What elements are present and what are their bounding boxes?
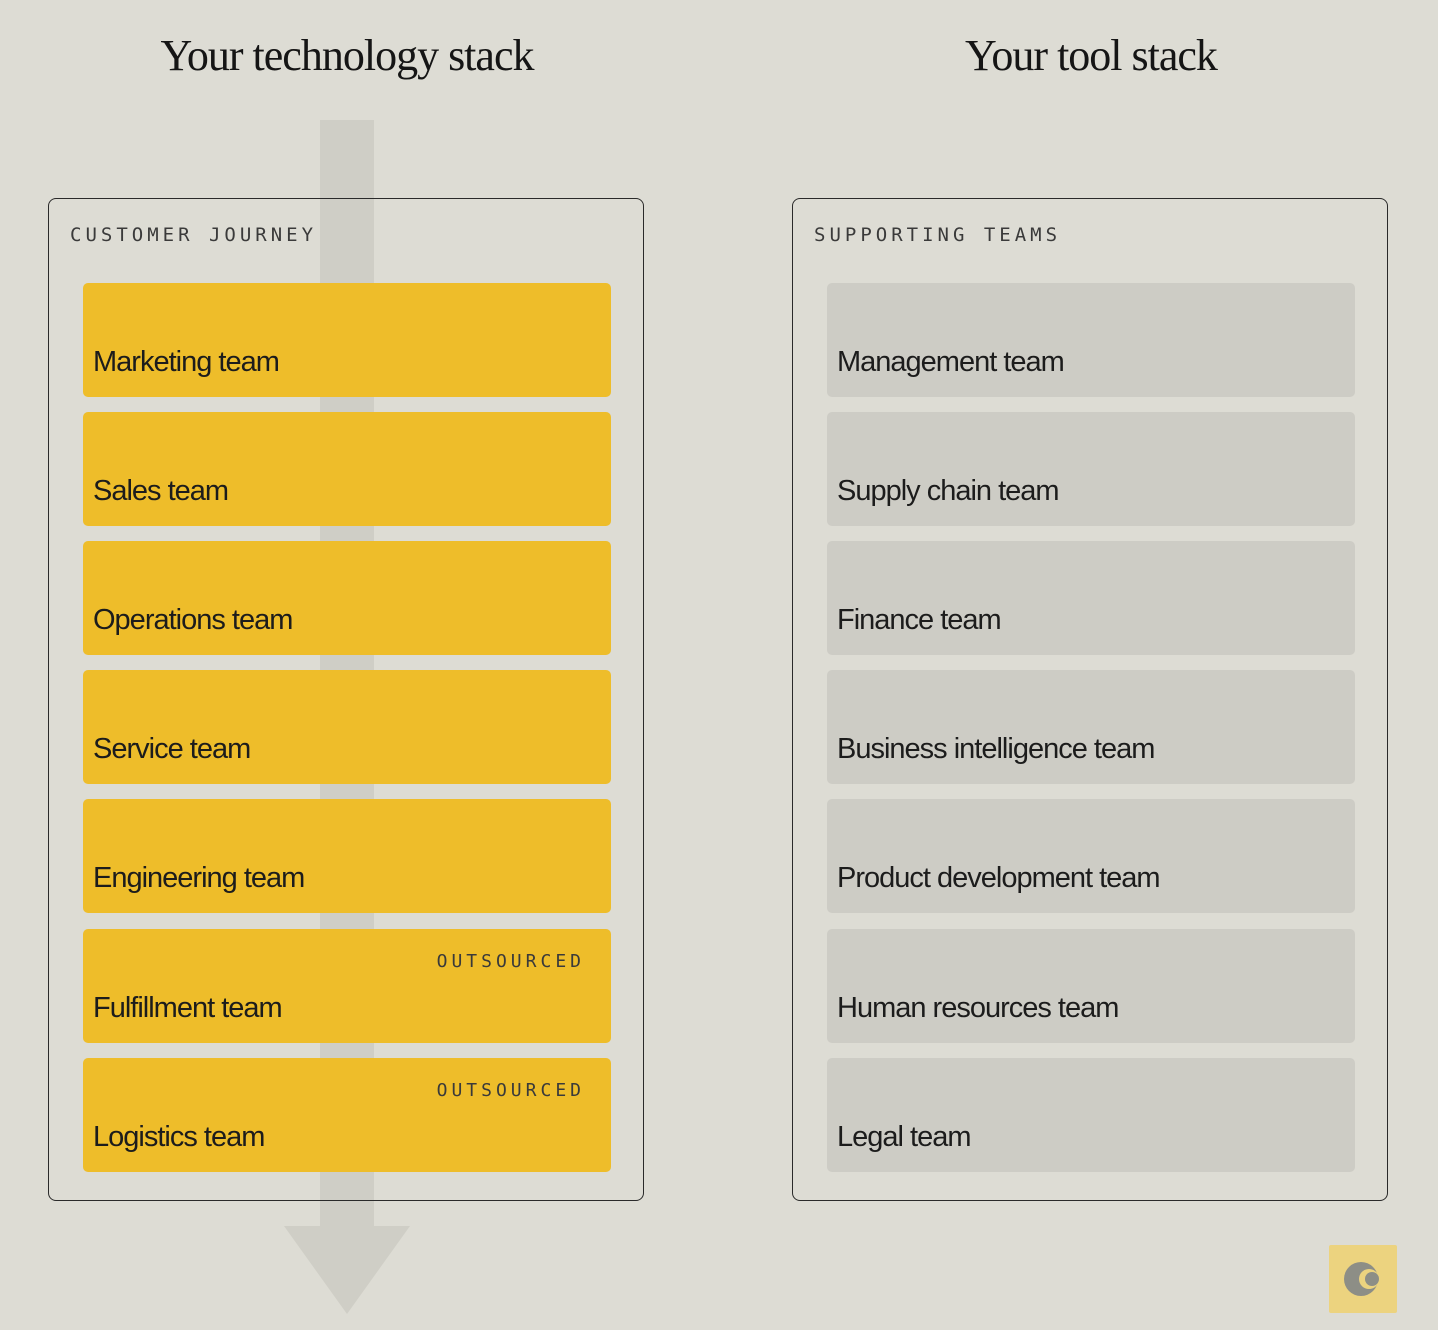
logo-mark-icon	[1344, 1262, 1379, 1296]
journey-card-fulfillment[interactable]: OUTSOURCED Fulfillment team	[83, 929, 611, 1043]
customer-journey-panel: CUSTOMER JOURNEY Marketing team Sales te…	[48, 198, 644, 1201]
card-title: Finance team	[837, 604, 1002, 636]
support-card-finance[interactable]: Finance team	[827, 541, 1355, 655]
card-title: Fulfillment team	[93, 992, 283, 1024]
support-card-supply-chain[interactable]: Supply chain team	[827, 412, 1355, 526]
journey-card-logistics[interactable]: OUTSOURCED Logistics team	[83, 1058, 611, 1172]
supporting-teams-panel: SUPPORTING TEAMS Management team Supply …	[792, 198, 1388, 1201]
journey-card-operations[interactable]: Operations team	[83, 541, 611, 655]
card-title: Business intelligence team	[837, 733, 1155, 765]
journey-card-sales[interactable]: Sales team	[83, 412, 611, 526]
support-card-product-development[interactable]: Product development team	[827, 799, 1355, 913]
supporting-teams-label: SUPPORTING TEAMS	[814, 224, 1062, 246]
card-title: Service team	[93, 733, 251, 765]
journey-card-marketing[interactable]: Marketing team	[83, 283, 611, 397]
tool-stack-heading: Your tool stack	[965, 31, 1218, 80]
card-title: Operations team	[93, 604, 293, 636]
outsourced-tag: OUTSOURCED	[436, 1080, 585, 1101]
journey-card-engineering[interactable]: Engineering team	[83, 799, 611, 913]
support-card-business-intelligence[interactable]: Business intelligence team	[827, 670, 1355, 784]
support-card-management[interactable]: Management team	[827, 283, 1355, 397]
card-title: Marketing team	[93, 346, 280, 378]
card-title: Logistics team	[93, 1121, 265, 1153]
card-title: Human resources team	[837, 992, 1119, 1024]
card-title: Legal team	[837, 1121, 971, 1153]
brand-logo-icon[interactable]	[1329, 1245, 1397, 1313]
card-title: Management team	[837, 346, 1065, 378]
card-title: Sales team	[93, 475, 229, 507]
journey-card-service[interactable]: Service team	[83, 670, 611, 784]
card-title: Supply chain team	[837, 475, 1060, 507]
card-title: Product development team	[837, 862, 1161, 894]
technology-stack-heading: Your technology stack	[160, 31, 535, 80]
card-title: Engineering team	[93, 862, 305, 894]
outsourced-tag: OUTSOURCED	[436, 951, 585, 972]
support-card-legal[interactable]: Legal team	[827, 1058, 1355, 1172]
customer-journey-label: CUSTOMER JOURNEY	[70, 224, 318, 246]
support-card-human-resources[interactable]: Human resources team	[827, 929, 1355, 1043]
